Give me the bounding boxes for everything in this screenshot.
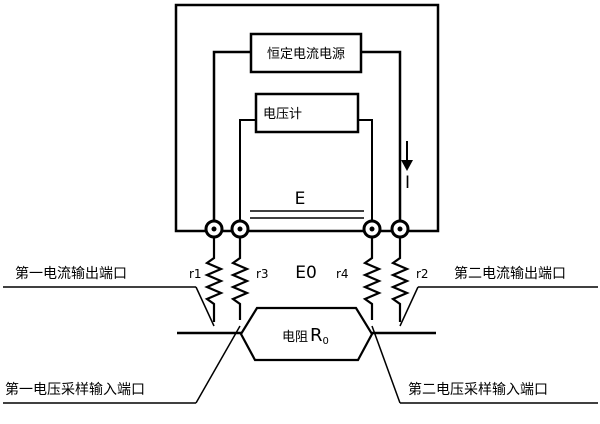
terminal-r2 bbox=[390, 219, 410, 239]
leader-first-current-out-d bbox=[195, 286, 215, 327]
current-wire-right bbox=[361, 50, 402, 222]
current-label: I bbox=[405, 173, 410, 193]
e0-label: E0 bbox=[295, 263, 317, 283]
port-first-voltage-in: 第一电压采样输入端口 bbox=[5, 381, 145, 398]
current-wire-left bbox=[212, 50, 251, 222]
e-label: E bbox=[295, 189, 306, 209]
contact-label-r2: r2 bbox=[416, 267, 429, 281]
constant-current-source-label: 恒定电流电源 bbox=[267, 47, 345, 62]
contact-label-r1: r1 bbox=[189, 267, 202, 281]
terminal-r1 bbox=[204, 219, 224, 239]
port-first-current-out: 第一电流输出端口 bbox=[15, 265, 127, 282]
voltmeter-box bbox=[254, 92, 360, 134]
resistor-outline bbox=[239, 306, 374, 362]
port-second-current-out: 第二电流输出端口 bbox=[454, 265, 566, 282]
contact-resistance-r4 bbox=[362, 238, 382, 320]
contact-label-r4: r4 bbox=[336, 267, 349, 281]
leader-first-voltage-in-d bbox=[195, 325, 241, 404]
contact-resistance-r1 bbox=[204, 238, 224, 322]
terminal-r3 bbox=[230, 219, 250, 239]
contact-resistance-r3 bbox=[230, 238, 250, 320]
port-second-voltage-in: 第二电压采样输入端口 bbox=[408, 381, 548, 398]
leader-second-voltage-in-d bbox=[371, 325, 401, 404]
instrument-enclosure bbox=[174, 3, 440, 233]
voltmeter-label: 电压计 bbox=[263, 107, 302, 122]
contact-resistance-r2 bbox=[390, 238, 410, 322]
terminal-r4 bbox=[362, 219, 382, 239]
voltage-wire-left bbox=[239, 119, 256, 222]
voltage-wire-right bbox=[358, 119, 373, 222]
contact-label-r3: r3 bbox=[256, 267, 269, 281]
leader-second-current-out-d bbox=[399, 286, 419, 327]
current-arrow-head bbox=[401, 160, 413, 171]
